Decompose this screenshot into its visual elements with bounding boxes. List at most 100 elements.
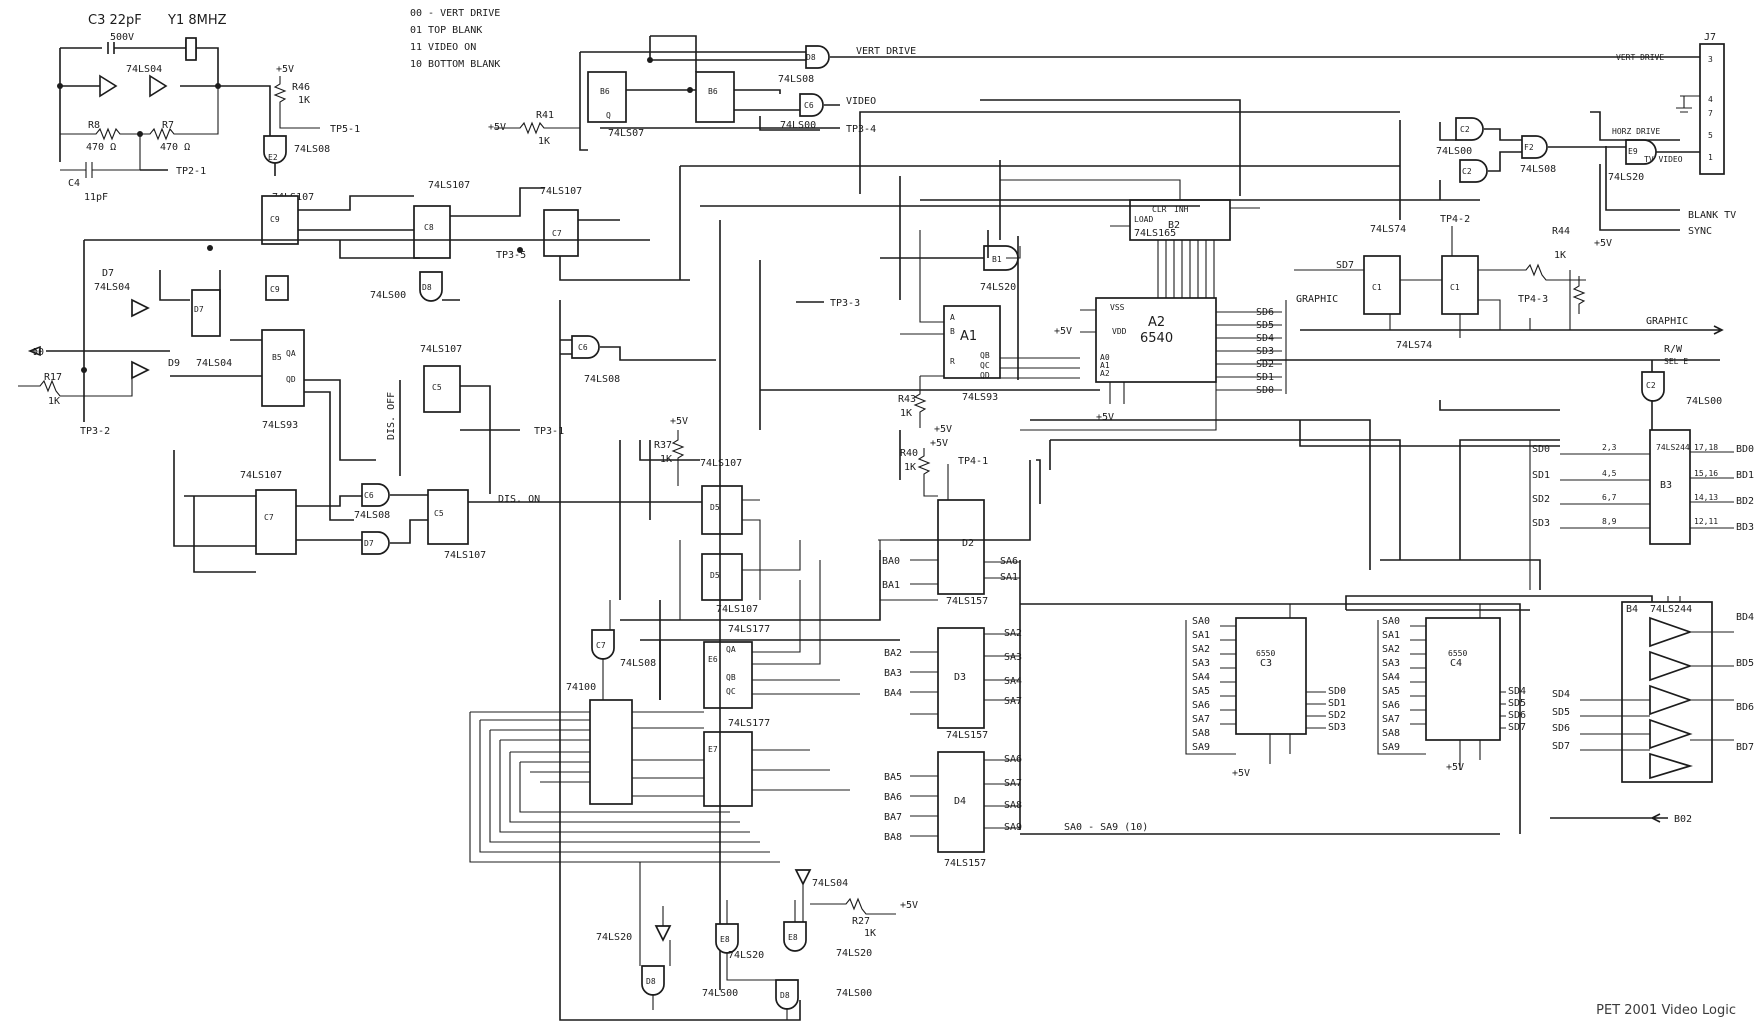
e6-counter xyxy=(703,641,753,709)
sd7-label: SD7 xyxy=(1336,260,1354,271)
d3-label: D3 xyxy=(954,672,966,683)
d5-flipflop-b xyxy=(701,553,743,601)
c3-type: 6550 xyxy=(1256,649,1275,658)
ba-in: BA5 xyxy=(884,772,902,783)
dz-type: 74LS04 xyxy=(94,282,130,293)
c2-nand-c xyxy=(1641,371,1665,402)
b1-type: 74LS20 xyxy=(980,282,1016,293)
b5-type: 74LS93 xyxy=(262,420,298,431)
r41-plus5: +5V xyxy=(488,122,506,133)
tp5-1-label: TP5-1 xyxy=(330,124,360,135)
sync-label: SYNC xyxy=(1688,226,1712,237)
tp4-3-label: TP4-3 xyxy=(1518,294,1548,305)
r27-value: 1K xyxy=(864,928,876,939)
d5b-type: 74LS107 xyxy=(716,604,758,615)
sa-bus-label: SA0 - SA9 (10) xyxy=(1064,822,1148,833)
c3-plus5: +5V xyxy=(1232,768,1250,779)
tp3-1-label: TP3-1 xyxy=(534,426,564,437)
d8c-type: 74LS00 xyxy=(702,988,738,999)
d2-type: 74LS157 xyxy=(946,596,988,607)
b4-type: 74LS244 xyxy=(1650,604,1692,615)
b6-label: B6 xyxy=(600,87,610,96)
sync-drive: C2 74LS00 C2 F2 74LS08 E9 74LS20 TV VIDE… xyxy=(1260,32,1736,430)
b3-outpins: 17,18 xyxy=(1694,443,1718,452)
a2-label: A2 xyxy=(1148,315,1165,330)
b5-chip xyxy=(261,329,305,407)
r44-label: R44 xyxy=(1552,226,1570,237)
c6a-type: 74LS08 xyxy=(778,74,814,85)
d4-type: 74LS157 xyxy=(944,858,986,869)
a1-type: 74LS93 xyxy=(962,392,998,403)
d7-inverter xyxy=(131,298,150,318)
ba-in: BA1 xyxy=(882,580,900,591)
interconnect-wire xyxy=(619,420,1560,600)
bd-label: BD2 xyxy=(1736,496,1754,507)
bd-label: BD6 xyxy=(1736,702,1754,713)
dz-label: D7 xyxy=(194,305,204,314)
rw-label: R/W xyxy=(1664,344,1683,355)
c7-flipflop-b xyxy=(255,489,297,555)
a2-vss: VSS xyxy=(1110,303,1125,312)
sa-line: SA8 xyxy=(1382,728,1400,739)
c2c-type: 74LS00 xyxy=(1686,396,1722,407)
c1-wire xyxy=(1294,226,1586,338)
c4-data-wires xyxy=(1459,603,1506,770)
b6-flipflop xyxy=(587,71,627,123)
c7-flipflop xyxy=(543,209,579,257)
crystal-symbol xyxy=(185,37,197,61)
tp3-5-label: TP3-5 xyxy=(496,250,526,261)
bd-label: BD1 xyxy=(1736,470,1754,481)
tp4-1-label: TP4-1 xyxy=(958,456,988,467)
bd-label: BD4 xyxy=(1736,612,1754,623)
f2-and xyxy=(1521,135,1548,159)
d4-label: D4 xyxy=(954,796,966,807)
b3-pins: 6,7 xyxy=(1602,493,1617,502)
buffer-triangle xyxy=(1649,616,1693,648)
junction-dot xyxy=(517,247,523,253)
a2-power xyxy=(1020,309,1217,431)
r37-label: R37 xyxy=(654,440,672,451)
e8a-label: E8 xyxy=(720,935,730,944)
row-address-counters: 74LS177 E6 QA QB QC 74LS177 E7 C7 74LS08… xyxy=(469,300,860,1021)
b3-in: SD2 xyxy=(1532,494,1550,505)
r44-value: 1K xyxy=(1554,250,1566,261)
address-multiplexers: D2 74LS157 BA0 BA1 SA6 SA1 D3 74LS157 BA… xyxy=(878,499,1521,869)
c5b-type: 74LS107 xyxy=(444,550,486,561)
legend-line: 01 TOP BLANK xyxy=(410,25,482,36)
r40-label: R40 xyxy=(900,448,918,459)
d8b-type: 74LS00 xyxy=(370,290,406,301)
c2-nand-a xyxy=(1455,117,1484,141)
r27-label: R27 xyxy=(852,916,870,927)
c6-and-video xyxy=(799,93,824,117)
sel-label: SEL E xyxy=(1664,357,1688,366)
ba-in: BA4 xyxy=(884,688,902,699)
c4-plus5: +5V xyxy=(1446,762,1464,773)
sa-line: SA0 xyxy=(1192,616,1210,627)
c4-address-wires xyxy=(1377,620,1426,755)
c6-and-c xyxy=(361,483,390,507)
r46-label: R46 xyxy=(292,82,310,93)
c4-sa-inputs: SA0 SA1 SA2 SA3 SA4 SA5 SA6 SA7 SA8 SA9 xyxy=(1382,616,1400,753)
c3-out: SD0 xyxy=(1328,686,1346,697)
e2-label: E2 xyxy=(268,153,278,162)
c8-flipflop xyxy=(413,205,451,259)
junction-dot xyxy=(687,87,693,93)
b4-in: SD4 xyxy=(1552,689,1570,700)
a2-type: 6540 xyxy=(1140,331,1173,346)
sa-line: SA2 xyxy=(1382,644,1400,655)
j7-ground xyxy=(1676,95,1700,113)
c4-out: SD6 xyxy=(1508,710,1526,721)
b3-label: B3 xyxy=(1660,480,1672,491)
c3-address-wires xyxy=(1185,620,1236,755)
b02-label: B02 xyxy=(1674,814,1692,825)
b5-pin: QD xyxy=(286,375,296,384)
bias-resistors xyxy=(60,86,219,141)
e6-type: 74LS177 xyxy=(728,624,770,635)
b4-in: SD7 xyxy=(1552,741,1570,752)
counter-bus xyxy=(602,560,860,797)
c5a-type: 74LS107 xyxy=(420,344,462,355)
c6a-label: C6 xyxy=(804,101,814,110)
d3-wire xyxy=(910,633,1020,715)
d8-nand-bottom-a xyxy=(641,965,665,996)
blank-tv-label: BLANK TV xyxy=(1688,210,1736,221)
